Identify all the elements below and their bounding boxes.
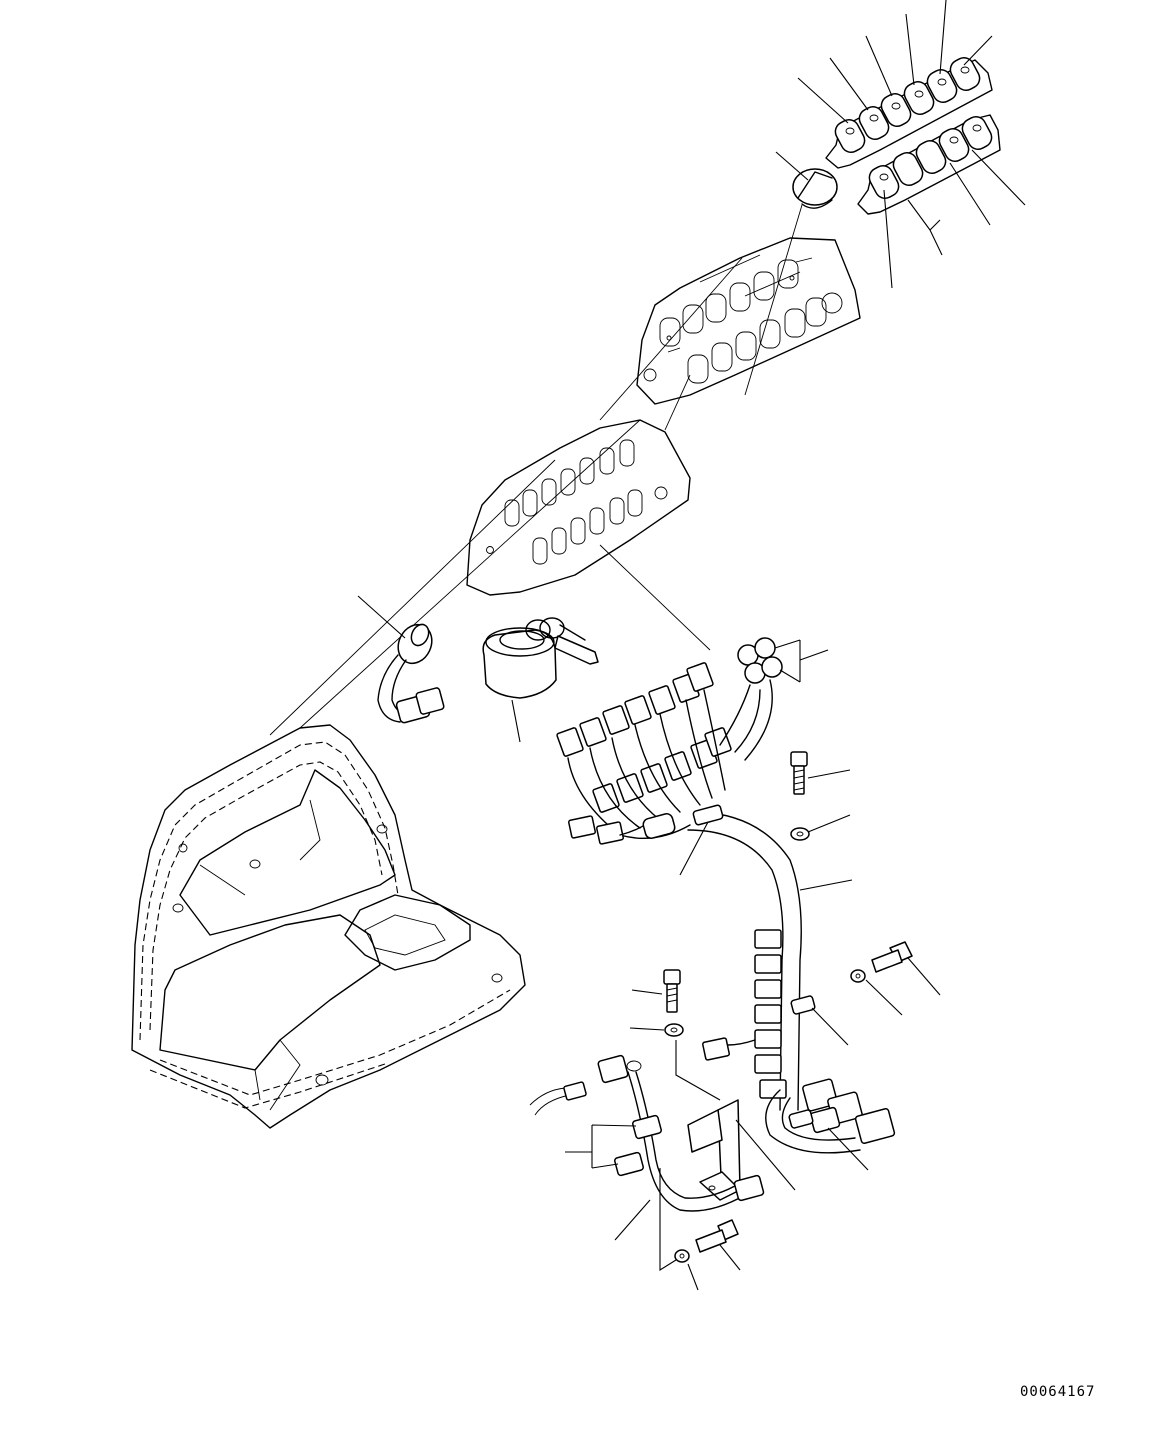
leader-lines	[358, 0, 1025, 1290]
bolt	[872, 942, 912, 972]
key-switch-with-keys	[483, 618, 598, 698]
bolt	[791, 752, 807, 794]
rocker-switch-row-upper	[826, 54, 992, 168]
washer	[851, 970, 865, 982]
rocker-switch-row-lower	[858, 113, 1000, 214]
drawing-number: 00064167	[1020, 1384, 1096, 1400]
sub-harness	[530, 1055, 764, 1211]
rotary-knob	[793, 169, 837, 208]
wiring-harness	[556, 638, 895, 1153]
washer	[675, 1250, 689, 1262]
switch-panel-plate	[467, 420, 690, 595]
bolt	[696, 1220, 738, 1252]
washer	[665, 1024, 683, 1036]
switch-panel-decal	[637, 238, 860, 404]
washer	[791, 828, 809, 840]
bracket	[688, 1100, 740, 1200]
buzzer-with-connector	[378, 619, 444, 723]
console-cover	[132, 725, 525, 1128]
bolt	[664, 970, 680, 1012]
assembly-lines	[270, 205, 802, 735]
relay-connectors	[802, 1079, 895, 1144]
